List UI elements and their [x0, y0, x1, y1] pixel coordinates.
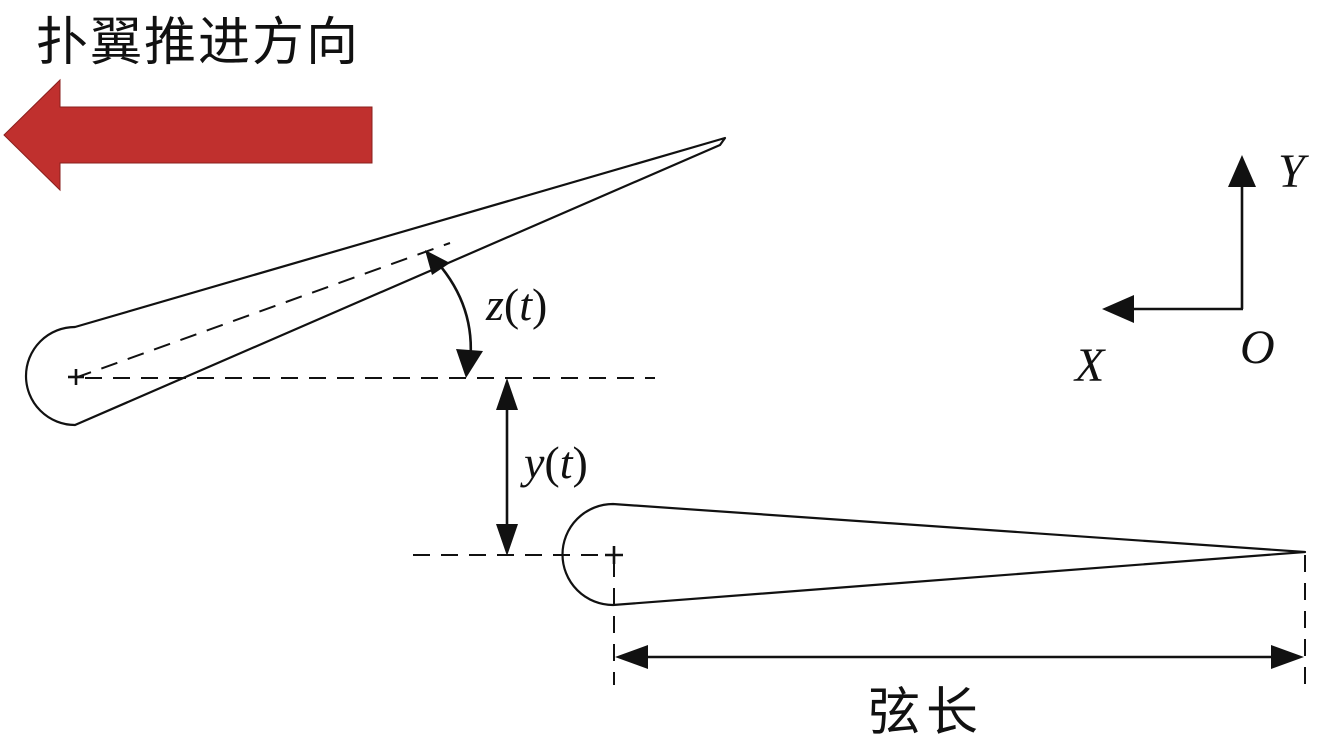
heave-arrowhead-bottom	[496, 524, 518, 556]
x-axis-arrowhead	[1102, 295, 1134, 323]
chord-arrowhead-left	[615, 645, 648, 669]
pitched-airfoil	[24, 136, 727, 427]
heave-label: y(t)	[520, 437, 588, 488]
y-axis-label: Y	[1278, 145, 1309, 198]
chord-arrowhead-right	[1271, 645, 1304, 669]
pitch-arc-arrowhead-top	[425, 250, 450, 275]
origin-label: O	[1240, 321, 1275, 374]
reference-airfoil	[561, 502, 1307, 607]
chord-label: 弦长	[868, 683, 984, 743]
pitch-angle-arc	[436, 261, 473, 364]
pitch-arc-arrowhead-bottom	[456, 349, 483, 378]
direction-label: 扑翼推进方向	[36, 13, 360, 73]
pitch-angle-label: z(t)	[485, 279, 547, 330]
heave-arrowhead-top	[496, 378, 518, 410]
propulsion-direction-arrow	[3, 78, 373, 192]
x-axis-label: X	[1073, 339, 1106, 392]
pitched-pivot-mark	[68, 369, 84, 385]
y-axis-arrowhead	[1228, 155, 1256, 187]
pitched-chord-line	[74, 242, 451, 379]
